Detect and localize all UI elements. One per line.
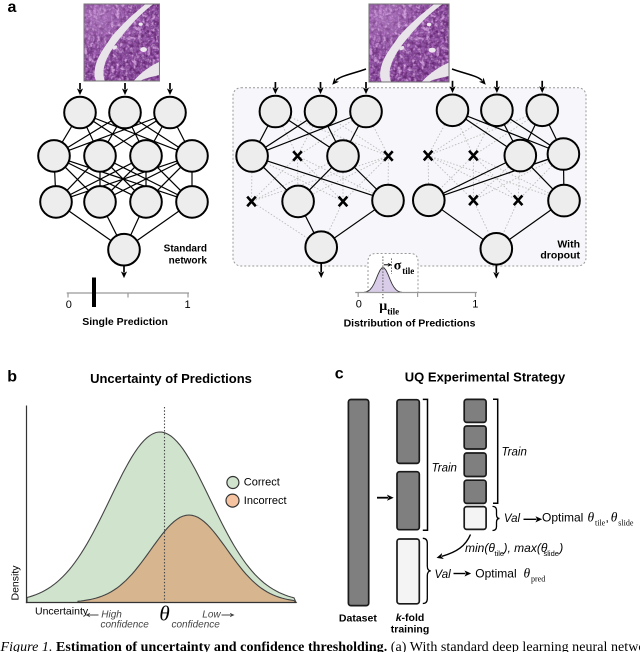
svg-text:μ: μ <box>379 299 387 314</box>
svg-text:min(θ: min(θ <box>465 541 495 555</box>
svg-text:UQ Experimental Strategy: UQ Experimental Strategy <box>405 369 566 384</box>
svg-text:Correct: Correct <box>244 477 280 489</box>
svg-text:k-fold: k-fold <box>396 612 425 624</box>
svg-text:Uncertainty: Uncertainty <box>35 606 89 618</box>
svg-text:Train: Train <box>502 447 527 459</box>
svg-text:σ: σ <box>394 259 402 274</box>
svg-text:Val: Val <box>435 569 452 581</box>
svg-text:0: 0 <box>66 299 72 311</box>
svg-text:Low: Low <box>202 610 221 621</box>
svg-text:a: a <box>8 0 17 16</box>
svg-text:confidence: confidence <box>101 619 150 630</box>
svg-text:Train: Train <box>432 462 457 474</box>
svg-text:confidence: confidence <box>172 619 221 630</box>
svg-text:1: 1 <box>185 299 191 311</box>
svg-text:High: High <box>101 610 122 621</box>
svg-text:Optimal: Optimal <box>475 567 516 581</box>
svg-text:Dataset: Dataset <box>339 613 377 625</box>
svg-text:training: training <box>391 624 430 636</box>
svg-text:tile: tile <box>595 519 606 528</box>
svg-text:network: network <box>169 256 208 267</box>
svg-text:Incorrect: Incorrect <box>244 495 287 507</box>
svg-text:θ: θ <box>611 509 618 524</box>
svg-text:slide: slide <box>544 549 559 558</box>
svg-text:Density: Density <box>10 565 22 601</box>
svg-text:Standard: Standard <box>164 244 207 255</box>
svg-text:dropout: dropout <box>540 250 580 262</box>
svg-text:b: b <box>7 369 17 386</box>
svg-text:θ: θ <box>524 566 531 581</box>
svg-text:Single Prediction: Single Prediction <box>82 316 168 328</box>
svg-text:θ: θ <box>588 509 595 524</box>
svg-text:Optimal: Optimal <box>542 510 583 524</box>
svg-text:slide: slide <box>618 519 634 528</box>
svg-text:c: c <box>335 365 344 382</box>
svg-text:tile: tile <box>387 306 399 316</box>
svg-text:tile: tile <box>402 266 414 276</box>
svg-text:Uncertainty of Predictions: Uncertainty of Predictions <box>90 371 252 386</box>
svg-text:tile: tile <box>495 549 505 558</box>
svg-text:Distribution of Predictions: Distribution of Predictions <box>344 318 476 330</box>
svg-text:Val: Val <box>504 513 521 525</box>
svg-text:0: 0 <box>356 299 362 311</box>
svg-text:With: With <box>557 239 580 251</box>
svg-text:Figure 1. Estimation of uncert: Figure 1. Estimation of uncertainty and … <box>0 640 640 652</box>
svg-text:), max(θ: ), max(θ <box>502 541 548 555</box>
svg-text:pred: pred <box>531 575 545 584</box>
svg-text:1: 1 <box>472 299 478 311</box>
svg-text:,: , <box>606 510 609 524</box>
svg-text:θ: θ <box>159 602 169 626</box>
svg-text:): ) <box>557 541 563 555</box>
